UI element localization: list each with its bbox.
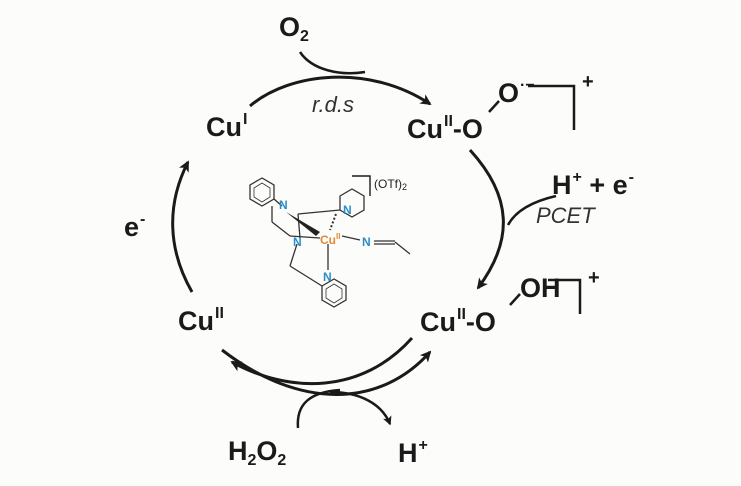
hydroperoxo-cu: Cu [420,307,456,337]
hydroperoxo-proximal-o: -O [465,307,496,337]
cu-complex-structure [249,177,411,308]
h2o2-h: H [228,436,248,466]
o-o-bond-superoxo [488,100,500,113]
step-rds-label: r.d.s [312,92,354,117]
pyridine-ring-bottom-inner [325,283,343,304]
h-plus-h: H [398,438,418,468]
reagent-h2o2: H2O2 [228,438,286,469]
e-minus-symbol: e [124,212,140,242]
bracket-complex [352,175,371,196]
pcet-e-charge: - [628,169,634,186]
complex-counterion: (OTf)2 [374,178,407,192]
pcet-plus: + [581,170,613,200]
step-pcet-label: PCET [536,203,595,228]
superoxo-radical-anion: ·− [520,77,535,94]
reagent-h-plus: H+ [398,438,428,467]
superoxo-cu: Cu [407,114,443,144]
superoxo-distal-o-text: O [498,78,520,108]
hydroperoxo-oh: OH [520,273,561,303]
reagent-e-minus: e- [124,212,145,241]
arrow-cu-ii-to-hydroperoxo [221,348,432,396]
species-cu-i: CuI [206,112,247,141]
pyridine-ring-left-inner [253,182,271,203]
cu-ii-element: Cu [178,306,214,336]
arrow-cu-ii-to-cu-i [171,160,194,293]
complex-n-top: N [343,203,352,217]
complex-cu-symbol: Cu [320,233,336,247]
h2o2-o: O [256,436,278,466]
complex-n-left: N [279,198,288,212]
bracket-superoxo [528,84,576,130]
reagent-h-plus-e-minus: H+ + e- [552,170,634,199]
pcet-h-charge: + [572,169,582,186]
counterion-text: (OTf) [374,177,402,191]
hydroperoxo-charge: + [588,267,600,289]
h2o2-o-sub: 2 [277,452,287,469]
wedge-bond [286,212,320,236]
o-o-bond-hydroperoxo [509,293,521,306]
species-cu-ii: CuII [178,306,224,335]
arrow-h-plus-release [329,390,392,426]
hydroperoxo-oxidation-state: II [457,306,466,323]
species-cu-ii-hydroperoxo: CuII-O [420,307,496,336]
pyridine-ring-bottom [321,278,347,308]
bracket-hydroperoxo [548,278,582,314]
complex-n-amine: N [293,235,302,249]
species-cu-ii-superoxo: CuII-O [407,114,483,143]
pyridine-ring-left [249,177,275,207]
cu-i-element: Cu [206,112,242,142]
h-plus-charge: + [418,437,428,454]
o2-element: O [279,12,301,42]
cu-i-oxidation-state: I [243,111,248,128]
arrow-pcet-entry [506,194,557,226]
arrow-hydroperoxo-to-cu-ii [230,337,414,386]
reagent-o2: O2 [279,14,309,45]
superoxo-charge: + [582,71,594,93]
arrow-o2-entry [298,51,366,75]
superoxo-proximal-o: -O [452,114,483,144]
arrow-cu-i-to-superoxo [249,75,432,108]
complex-n-nitrile: N [362,235,371,249]
superoxo-distal-o: O·− [498,78,535,107]
e-minus-charge: - [140,211,146,228]
h2o2-h-sub: 2 [247,452,257,469]
arrow-superoxo-to-hydroperoxo [468,148,505,290]
pcet-h: H [552,170,572,200]
cu-ii-oxidation-state: II [215,305,224,322]
complex-cu-center: CuII [320,232,341,247]
complex-cu-oxidation-state: II [336,232,341,241]
complex-n-bottom: N [323,270,332,284]
superoxo-oxidation-state: II [444,113,453,130]
counterion-subscript: 2 [402,182,408,192]
pcet-e: e [612,170,628,200]
o2-subscript: 2 [300,28,309,45]
